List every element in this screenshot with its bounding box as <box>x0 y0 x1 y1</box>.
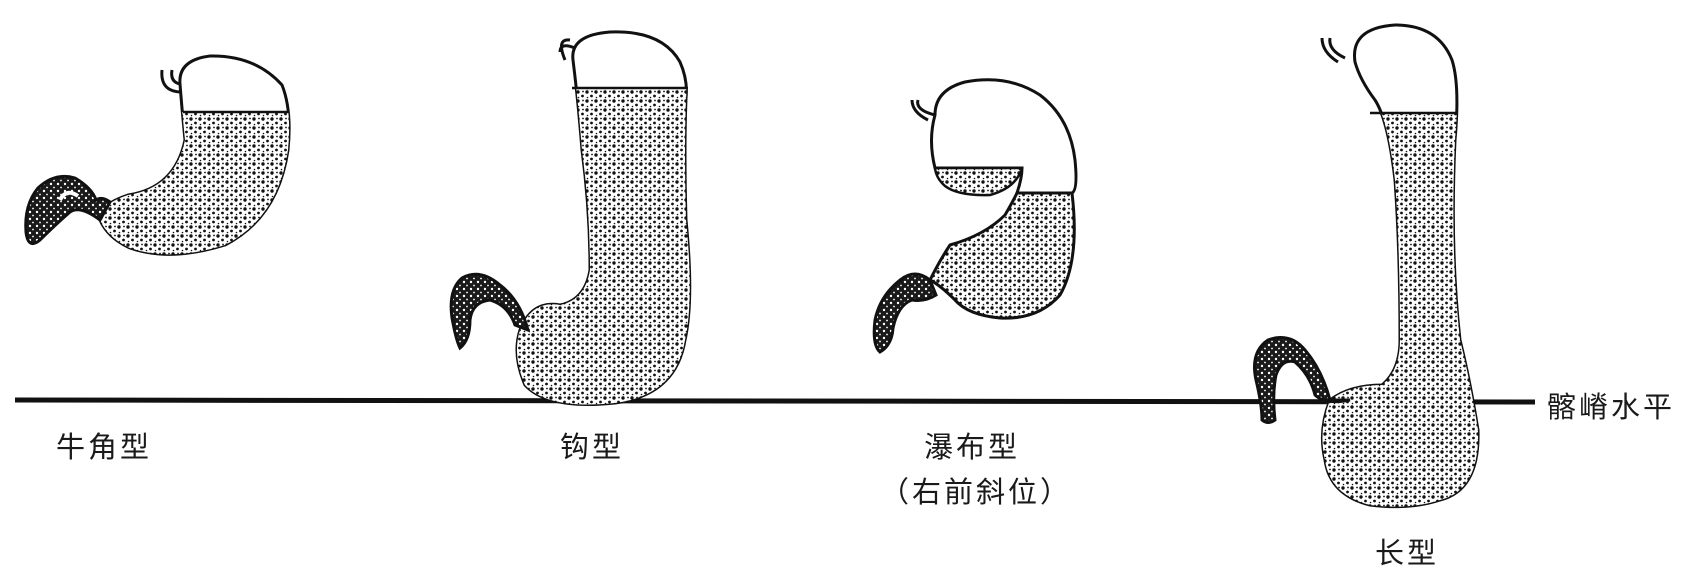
cascade-duodenum <box>874 274 936 352</box>
hook-stomach <box>451 32 690 405</box>
cascade-stomach <box>874 80 1076 352</box>
label-long-type: 长型 <box>1375 530 1439 572</box>
horn-stomach <box>26 56 289 254</box>
label-cascade-type: 瀑布型 <box>924 424 1020 466</box>
hook-duodenum <box>451 274 528 348</box>
label-hook-type: 钩型 <box>560 424 624 466</box>
iliac-crest-line <box>15 400 1535 402</box>
label-horn-type: 牛角型 <box>56 424 152 466</box>
horn-duodenum <box>26 176 110 243</box>
label-iliac-crest-level: 髂嵴水平 <box>1547 384 1675 426</box>
label-cascade-note: （右前斜位） <box>880 469 1072 511</box>
cascade-esophagus <box>912 100 935 120</box>
long-stomach <box>1255 25 1479 507</box>
long-esophagus <box>1322 38 1345 62</box>
cascade-fundus-pool <box>935 168 1022 195</box>
